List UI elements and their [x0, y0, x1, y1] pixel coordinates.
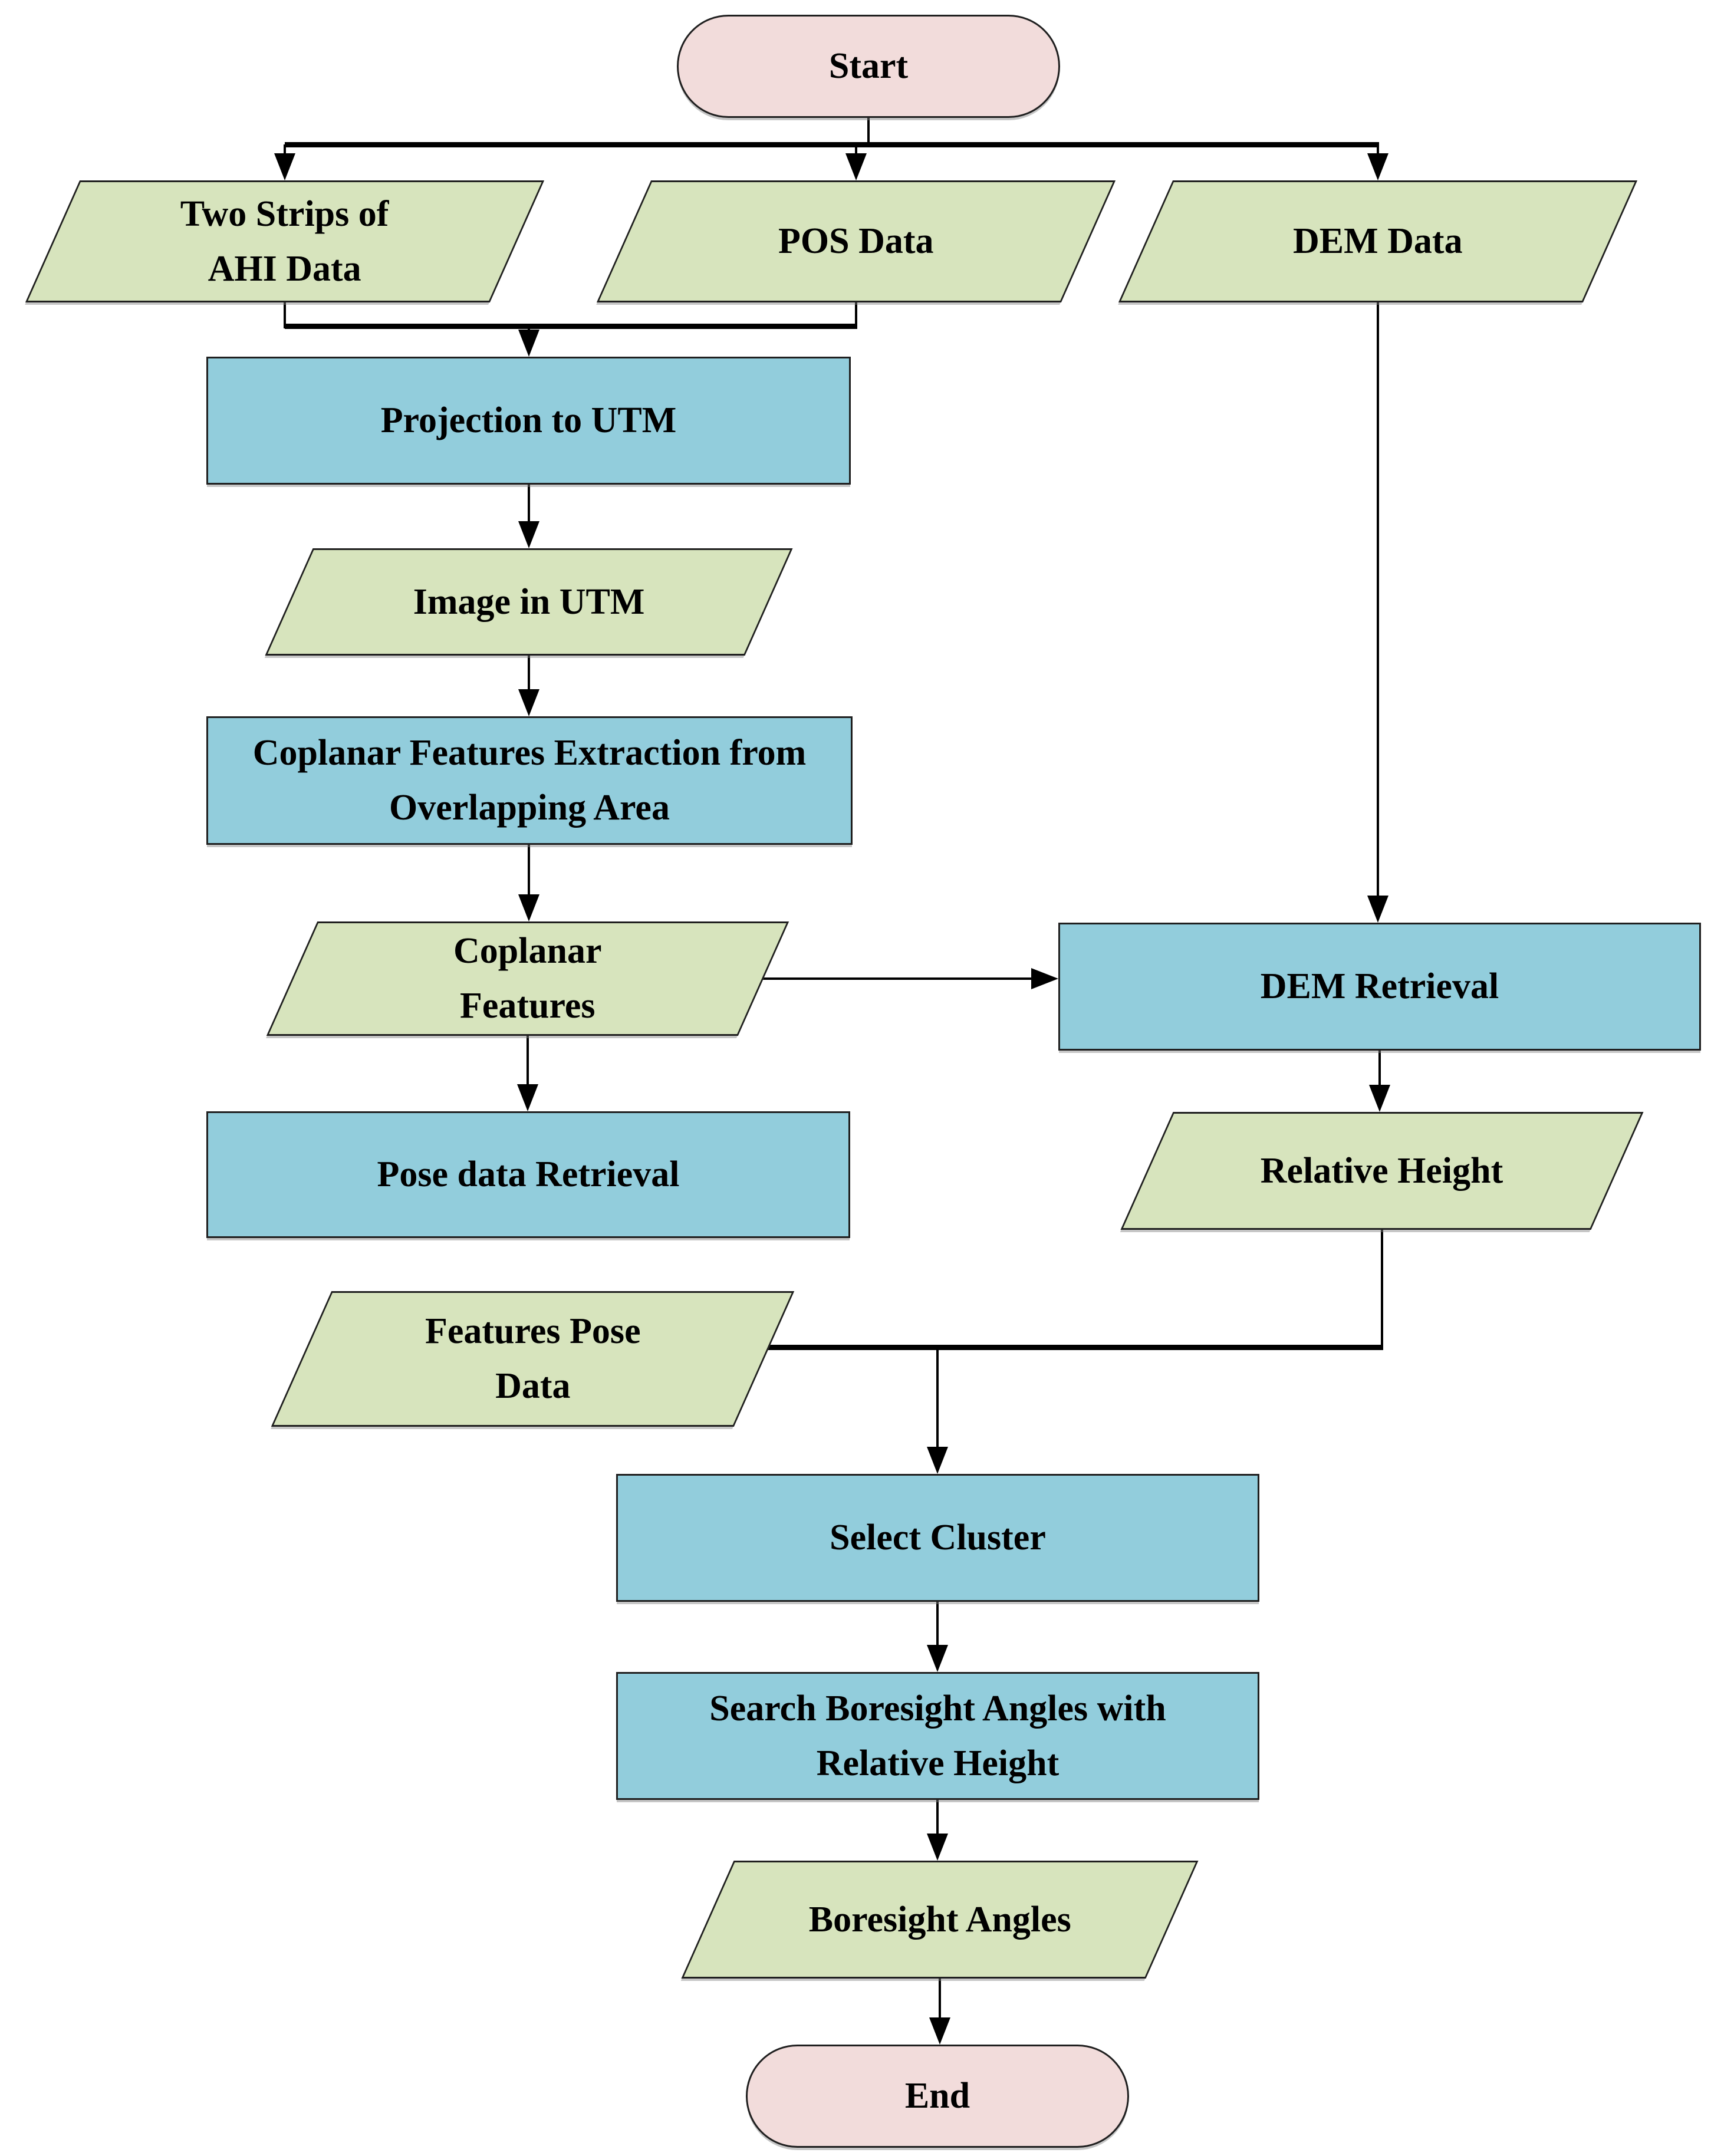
connector-drop-dem — [1377, 144, 1379, 158]
node-dem-data: DEM Data — [1118, 180, 1638, 302]
node-coplanar-features-label: Coplanar Features — [453, 931, 602, 1026]
connector-coplanarfeatures-to-poseretrieval — [527, 1036, 529, 1085]
node-pos-data-label: POS Data — [778, 221, 934, 261]
arrowhead-into-demretrieval-left-icon — [1031, 968, 1058, 989]
node-select-cluster-label: Select Cluster — [830, 1518, 1046, 1558]
connector-extraction-to-coplanarfeatures — [528, 845, 530, 896]
node-pos-data: POS Data — [596, 180, 1116, 302]
connector-start-stem — [867, 118, 870, 146]
arrowhead-into-projection-icon — [518, 330, 539, 357]
node-projection-to-utm-label: Projection to UTM — [380, 400, 677, 440]
arrowhead-into-imageutm-icon — [518, 521, 539, 548]
node-dem-retrieval-label: DEM Retrieval — [1260, 966, 1499, 1006]
node-end: End — [746, 2045, 1129, 2148]
connector-junction-to-selectcluster — [936, 1347, 939, 1450]
connector-relativeheight-out — [1381, 1230, 1383, 1349]
node-search-boresight-label: Search Boresight Angles with Relative He… — [709, 1688, 1166, 1783]
arrowhead-into-pos-data-icon — [845, 153, 867, 180]
node-dem-retrieval: DEM Retrieval — [1058, 923, 1701, 1051]
node-projection-to-utm: Projection to UTM — [206, 357, 851, 485]
connector-coplanarfeatures-to-demretrieval — [762, 977, 1032, 980]
node-start-label: Start — [828, 46, 909, 86]
connector-selectcluster-to-search — [936, 1602, 939, 1647]
node-pose-data-retrieval: Pose data Retrieval — [206, 1111, 850, 1238]
connector-boresightangles-to-end — [939, 1979, 941, 2019]
node-relative-height-label: Relative Height — [1261, 1150, 1503, 1191]
connector-demdata-to-demretrieval — [1377, 302, 1379, 897]
node-ahi-data-label: Two Strips of AHI Data — [180, 193, 389, 289]
connector-junction-bus — [768, 1345, 1383, 1350]
node-start: Start — [677, 15, 1060, 118]
node-ahi-data: Two Strips of AHI Data — [25, 180, 545, 302]
arrowhead-into-demretrieval-top-icon — [1367, 896, 1388, 923]
node-coplanar-extraction-label: Coplanar Features Extraction from Overla… — [252, 733, 807, 828]
node-boresight-angles: Boresight Angles — [681, 1861, 1199, 1979]
arrowhead-into-ahi-data-icon — [274, 153, 295, 180]
node-search-boresight: Search Boresight Angles with Relative He… — [616, 1672, 1259, 1800]
node-image-in-utm-label: Image in UTM — [413, 581, 645, 622]
arrowhead-into-relativeheight-icon — [1369, 1085, 1390, 1112]
connector-ahi-out — [284, 302, 286, 328]
node-relative-height: Relative Height — [1120, 1112, 1644, 1230]
connector-fork-bus — [285, 142, 1379, 147]
node-end-label: End — [904, 2076, 970, 2116]
connector-demretrieval-to-relativeheight — [1378, 1051, 1381, 1086]
connector-projection-to-imageutm — [528, 485, 530, 522]
connector-drop-pos — [855, 144, 857, 158]
node-select-cluster: Select Cluster — [616, 1474, 1259, 1602]
node-boresight-angles-label: Boresight Angles — [808, 1899, 1071, 1940]
node-pose-data-retrieval-label: Pose data Retrieval — [377, 1154, 680, 1194]
connector-search-to-boresightangles — [936, 1800, 939, 1836]
connector-drop-ahi — [284, 144, 286, 158]
arrowhead-into-poseretrieval-icon — [517, 1084, 538, 1111]
arrowhead-into-extraction-icon — [518, 689, 539, 716]
arrowhead-into-search-icon — [927, 1645, 948, 1672]
node-dem-data-label: DEM Data — [1293, 221, 1463, 261]
connector-imageutm-to-extraction — [528, 656, 530, 691]
arrowhead-into-boresightangles-icon — [927, 1834, 948, 1861]
node-image-in-utm: Image in UTM — [265, 548, 793, 656]
node-features-pose-data-label: Features Pose Data — [425, 1311, 641, 1406]
arrowhead-into-coplanarfeatures-icon — [518, 894, 539, 921]
node-coplanar-features: Coplanar Features — [266, 921, 789, 1036]
connector-pos-out — [855, 302, 857, 328]
connector-merge-bus — [285, 324, 857, 329]
arrowhead-into-end-icon — [929, 2017, 950, 2045]
arrowhead-into-selectcluster-icon — [927, 1447, 948, 1474]
arrowhead-into-dem-data-icon — [1367, 153, 1388, 180]
node-features-pose-data: Features Pose Data — [271, 1291, 795, 1427]
node-coplanar-extraction: Coplanar Features Extraction from Overla… — [206, 716, 853, 845]
